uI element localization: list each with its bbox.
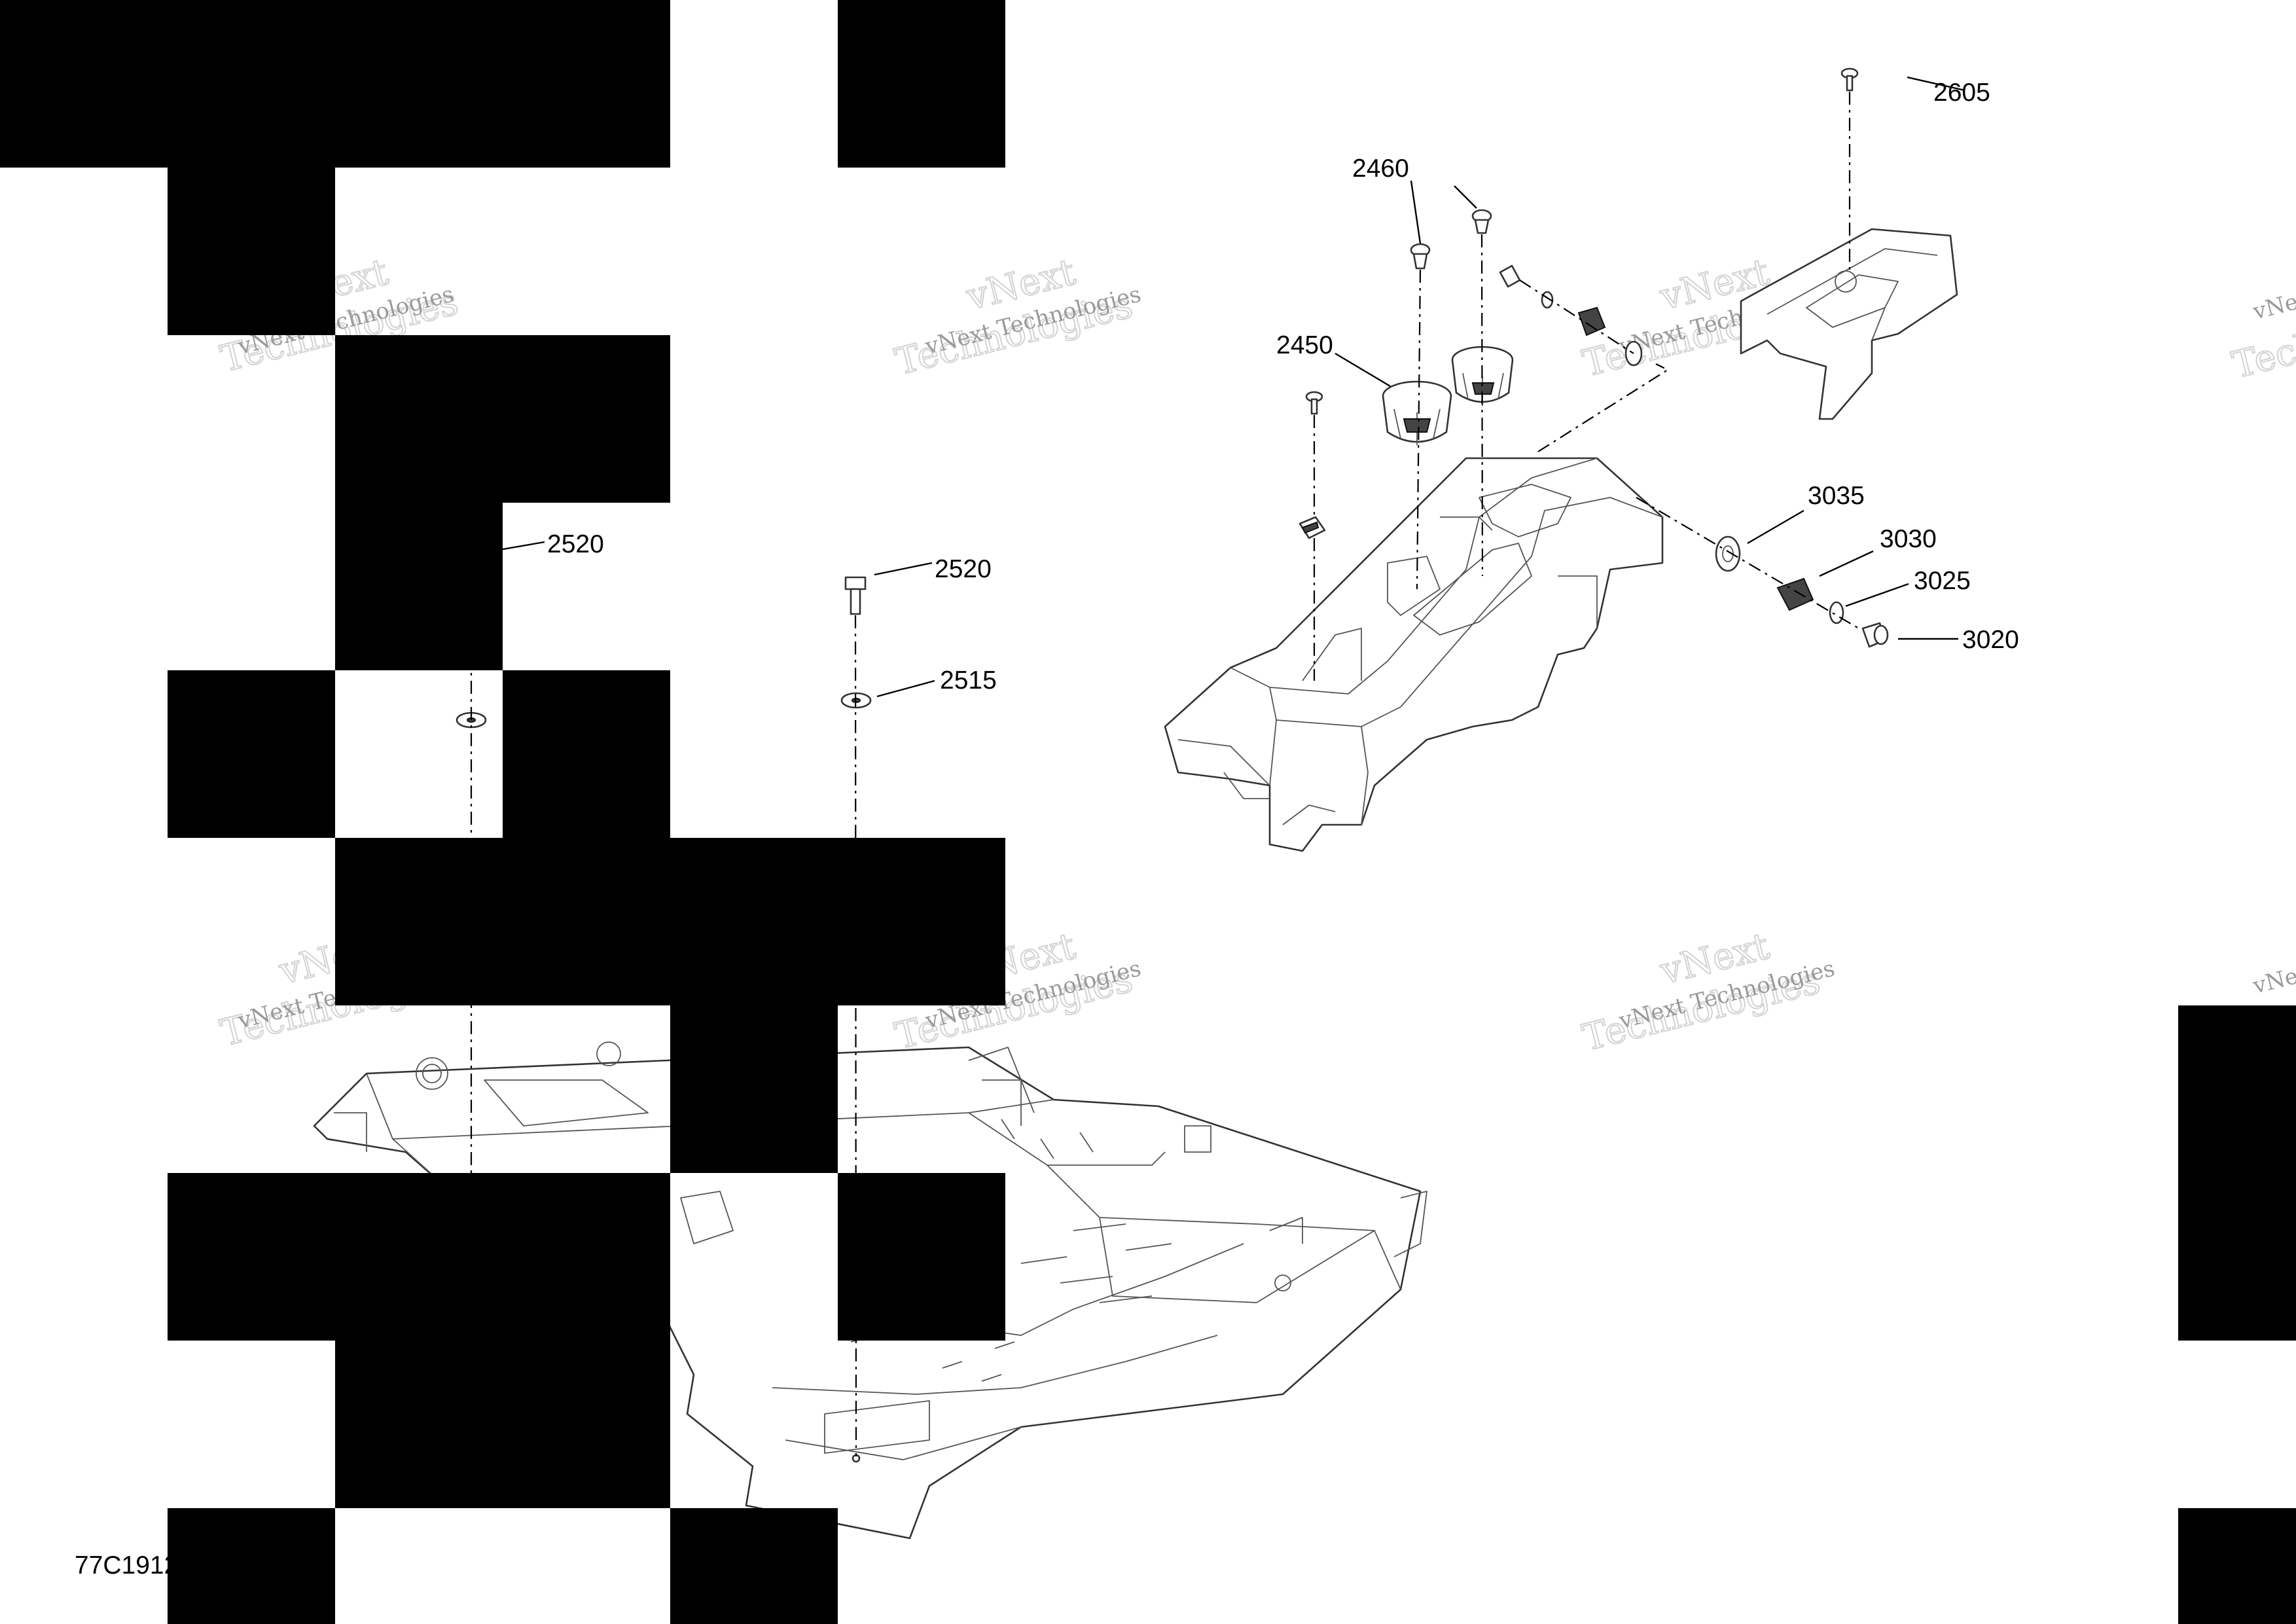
watermark: vNext Technologies vNext Technologies [890,250,1143,384]
cup-holders [1382,346,1514,445]
callout-2605: 2605 [1907,76,1990,107]
svg-text:vNext Technologies: vNext Technologies [2250,920,2296,1000]
callout-3035: 3035 [1747,482,1865,545]
callout-3030: 3030 [1819,525,1937,577]
cup-holder [1382,380,1452,445]
callout-2450: 2450 [1276,331,1391,388]
console-cover [1740,228,1958,420]
svg-text:3030: 3030 [1880,525,1937,553]
svg-text:3035: 3035 [1808,482,1865,510]
bolt-2520 [844,576,867,615]
callout-2515: 2515 [876,666,997,698]
knob-3030 [1776,577,1814,611]
svg-text:2460: 2460 [1352,154,1409,183]
svg-text:2520: 2520 [547,530,604,558]
nut [1299,516,1326,539]
callout-3020: 3020 [1898,626,2019,654]
watermark: vNext Technologies vNext Technologies [1578,924,1838,1060]
callout-3025: 3025 [1845,567,1971,607]
cap-3020 [1861,622,1889,648]
cup-holder [1451,346,1514,406]
callouts: 2605 2460 2450 3035 3030 3025 3020 [484,76,2019,698]
svg-text:vNext Technologies: vNext Technologies [2250,246,2296,325]
clip-2460 [1410,243,1431,270]
svg-text:2450: 2450 [1276,331,1333,359]
screw [1305,391,1323,415]
console-assembly [1164,457,1664,852]
screw-2605 [1840,67,1859,92]
svg-text:3025: 3025 [1914,567,1971,595]
svg-text:2520: 2520 [935,555,992,583]
washer-3025 [1829,601,1844,624]
callout-2460: 2460 [1352,154,1477,244]
watermark: vNext Technologies [2250,920,2296,1000]
drawing-code: 77C1912 [75,1551,178,1579]
washer-3035 [1715,535,1741,572]
svg-text:2515: 2515 [940,666,997,695]
callout-2520-right: 2520 [874,555,992,583]
svg-text:2605: 2605 [1933,79,1990,107]
watermark: vNext Technologies Technologies [2228,246,2296,388]
svg-text:3020: 3020 [1962,626,2019,654]
clip-2460 [1471,209,1492,234]
